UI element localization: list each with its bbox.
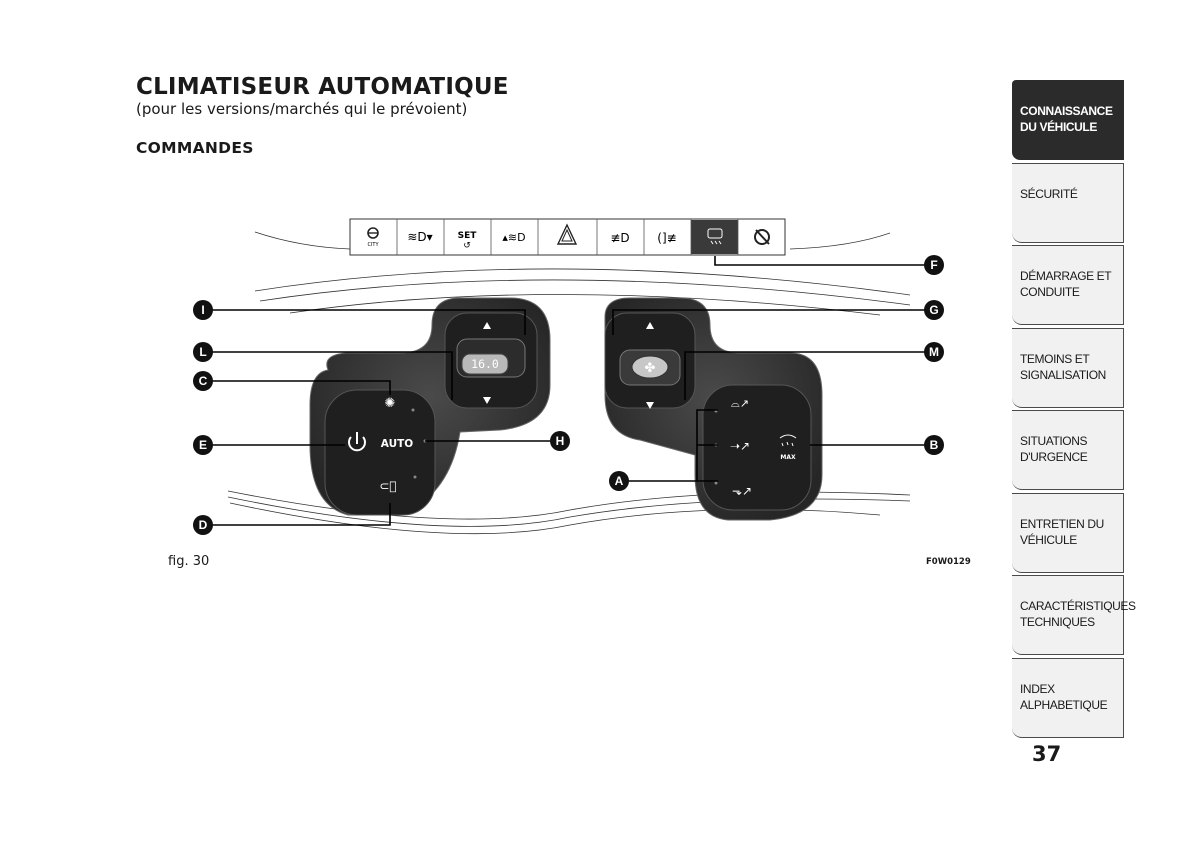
tab-index-alphabetique[interactable]: INDEX ALPHABETIQUE xyxy=(1012,657,1124,738)
tab-caracteristiques-techniques[interactable]: CARACTÉRISTIQUES TECHNIQUES xyxy=(1012,575,1136,655)
left-control-cluster: 16.0 AUTO ✺ ⊂⃝ xyxy=(309,297,551,516)
leader-lines xyxy=(210,256,925,526)
temp-up-arrow xyxy=(483,322,491,329)
light-up-icon: ▴≋D xyxy=(502,231,525,244)
chapter-tabs: CONNAISSANCE DU VÉHICULE SÉCURITÉ DÉMARR… xyxy=(1012,80,1136,740)
air-recirculation-sun-icon: ✺ xyxy=(385,396,396,411)
tab-entretien-du-vehicule[interactable]: ENTRETIEN DU VÉHICULE xyxy=(1012,492,1124,573)
callout-H: H xyxy=(550,431,570,451)
callout-D: D xyxy=(193,515,213,535)
figure-caption: fig. 30 xyxy=(168,554,210,569)
svg-text:CITY: CITY xyxy=(367,242,379,248)
right-control-cluster: ✤ ⌓↗ ➝↗ ⬎↗ MAX xyxy=(604,297,823,521)
svg-text:A: A xyxy=(615,474,624,488)
climate-control-figure: CITY ≋D▾ SET ↺ ▴≋D ≢D (]≢ 16. xyxy=(150,205,990,540)
callout-I: I xyxy=(193,300,213,320)
recirculation-icon: ⊂⃝ xyxy=(379,479,396,493)
rear-fog-icon: (]≢ xyxy=(657,231,676,245)
section-heading: COMMANDES xyxy=(136,139,254,157)
fan-down-arrow xyxy=(646,402,654,409)
callout-M: M xyxy=(924,342,944,362)
front-fog-icon: ≢D xyxy=(610,231,629,245)
hazard-icon xyxy=(556,223,578,245)
max-label: MAX xyxy=(780,454,796,461)
windscreen-distribution-icon: ⌓↗ xyxy=(731,397,749,410)
page-number: 37 xyxy=(1032,742,1062,766)
city-steering-icon: CITY xyxy=(367,227,379,248)
tab-securite[interactable]: SÉCURITÉ xyxy=(1012,162,1124,243)
callout-B: B xyxy=(924,435,944,455)
tab-connaissance-du-vehicule[interactable]: CONNAISSANCE DU VÉHICULE xyxy=(1012,80,1124,160)
svg-text:F: F xyxy=(930,258,937,272)
svg-text:H: H xyxy=(556,434,565,448)
start-stop-off-icon xyxy=(754,229,770,245)
page-subtitle: (pour les versions/marchés qui le prévoi… xyxy=(136,100,468,118)
page-title: CLIMATISEUR AUTOMATIQUE xyxy=(136,74,509,100)
svg-text:I: I xyxy=(201,303,204,317)
callout-C: C xyxy=(193,371,213,391)
power-icon xyxy=(348,432,366,452)
feet-distribution-icon: ⬎↗ xyxy=(732,484,752,498)
svg-text:B: B xyxy=(930,438,939,452)
fan-icon: ✤ xyxy=(645,361,656,376)
svg-text:G: G xyxy=(929,303,938,317)
svg-text:D: D xyxy=(199,518,208,532)
tab-demarrage-et-conduite[interactable]: DÉMARRAGE ET CONDUITE xyxy=(1012,245,1124,325)
callout-F: F xyxy=(924,255,944,275)
callout-E: E xyxy=(193,435,213,455)
svg-text:E: E xyxy=(199,438,207,452)
figure-code: F0W0129 xyxy=(926,557,971,567)
callout-L: L xyxy=(193,342,213,362)
switch-strip: CITY ≋D▾ SET ↺ ▴≋D ≢D (]≢ xyxy=(349,218,786,256)
svg-text:L: L xyxy=(199,345,206,359)
climate-control-illustration: CITY ≋D▾ SET ↺ ▴≋D ≢D (]≢ 16. xyxy=(193,218,944,535)
face-distribution-icon: ➝↗ xyxy=(730,439,750,453)
svg-text:↺: ↺ xyxy=(463,241,471,251)
max-defrost-icon xyxy=(779,434,797,447)
auto-label: AUTO xyxy=(381,438,413,450)
svg-text:M: M xyxy=(929,345,939,359)
fog-light-down-icon: ≋D▾ xyxy=(407,230,432,244)
tab-situations-d-urgence[interactable]: SITUATIONS D'URGENCE xyxy=(1012,410,1124,490)
callout-A: A xyxy=(609,471,629,491)
callout-G: G xyxy=(924,300,944,320)
tab-temoins-et-signalisation[interactable]: TEMOINS ET SIGNALISATION xyxy=(1012,327,1124,408)
set-button-icon: SET xyxy=(458,231,478,241)
temp-down-arrow xyxy=(483,397,491,404)
temperature-display: 16.0 xyxy=(471,357,499,371)
fan-up-arrow xyxy=(646,322,654,329)
rear-defrost-icon xyxy=(707,228,723,245)
svg-text:C: C xyxy=(199,374,208,388)
